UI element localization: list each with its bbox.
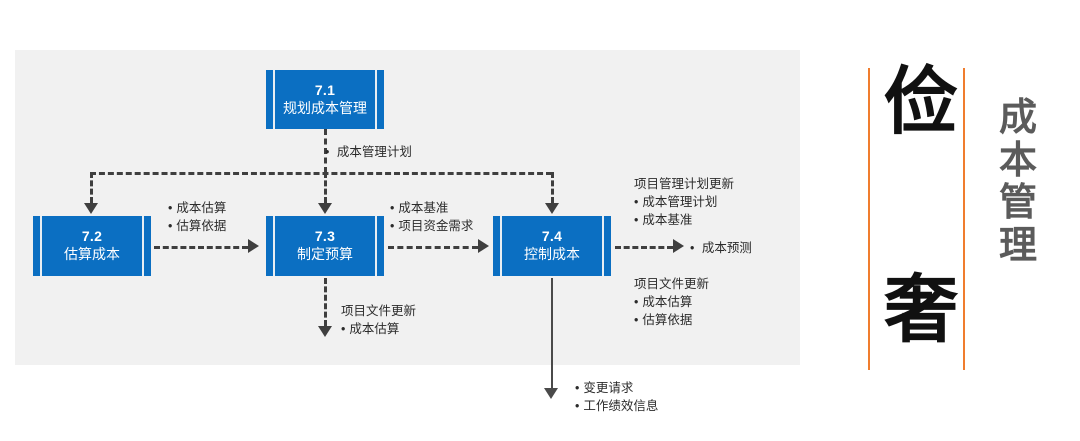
label-cost-management-plan-text: 成本管理计划 xyxy=(336,145,412,159)
connector-7-4-down xyxy=(551,278,553,390)
label-pm-plan-updates-item-1: 成本管理计划 xyxy=(634,193,734,211)
process-box-7-2-inner: 7.2 估算成本 xyxy=(40,216,144,276)
label-budget-document-updates-header: 项目文件更新 xyxy=(341,304,417,318)
process-number-7-1: 7.1 xyxy=(314,81,336,98)
accent-rule-left xyxy=(868,68,870,370)
label-budget-document-updates: 项目文件更新 成本估算 xyxy=(341,302,416,338)
label-estimate-output-2: 估算依据 xyxy=(168,217,226,235)
process-number-7-2: 7.2 xyxy=(81,228,103,245)
label-pm-plan-updates-header: 项目管理计划更新 xyxy=(634,177,735,191)
big-character-1: 俭 xyxy=(884,59,958,145)
label-document-updates-header: 项目文件更新 xyxy=(634,277,710,291)
label-pm-plan-updates: 项目管理计划更新 成本管理计划 成本基准 xyxy=(634,175,734,229)
label-budget-document-updates-item-1: 成本估算 xyxy=(341,320,416,338)
vertical-title-char-3: 管 xyxy=(998,180,1037,225)
label-document-updates-item-1: 成本估算 xyxy=(634,293,709,311)
vertical-title: 成 本 管 理 xyxy=(988,96,1048,266)
process-name-7-1: 规划成本管理 xyxy=(283,99,367,116)
label-budget-output-1: 成本基准 xyxy=(390,199,473,217)
process-box-7-2[interactable]: 7.2 估算成本 xyxy=(33,216,151,276)
vertical-title-char-1: 成 xyxy=(998,95,1037,139)
connector-7-3-down xyxy=(324,278,327,326)
label-bottom-output-2: 工作绩效信息 xyxy=(575,397,658,415)
label-budget-output-2: 项目资金需求 xyxy=(390,217,473,235)
arrow-7-3-doc-updates xyxy=(318,326,332,337)
connector-7-4-to-forecast xyxy=(615,246,673,249)
label-estimate-output-1: 成本估算 xyxy=(168,199,226,217)
connector-bus-horizontal xyxy=(90,172,552,175)
label-cost-forecast: 成本预测 xyxy=(690,239,752,257)
process-number-7-4: 7.4 xyxy=(541,228,563,245)
arrow-into-7-2 xyxy=(84,203,98,214)
process-box-7-1-inner: 7.1 规划成本管理 xyxy=(273,70,377,129)
label-budget-outputs: 成本基准 项目资金需求 xyxy=(390,199,473,235)
vertical-title-char-4: 理 xyxy=(998,222,1037,267)
arrow-into-7-3-left xyxy=(248,239,259,253)
process-name-7-2: 估算成本 xyxy=(64,246,120,262)
arrow-into-7-4-left xyxy=(478,239,489,253)
connector-bus-to-7-2 xyxy=(90,172,93,203)
connector-7-2-to-7-3 xyxy=(154,246,248,249)
arrow-into-7-3 xyxy=(318,203,332,214)
process-name-7-3: 制定预算 xyxy=(297,246,353,262)
process-box-7-4-inner: 7.4 控制成本 xyxy=(500,216,604,276)
process-number-7-3: 7.3 xyxy=(314,228,336,245)
label-bottom-output-1: 变更请求 xyxy=(575,379,658,397)
process-name-7-4: 控制成本 xyxy=(524,246,580,262)
accent-rule-right xyxy=(963,68,965,370)
process-box-7-3-inner: 7.3 制定预算 xyxy=(273,216,377,276)
connector-7-3-to-7-4 xyxy=(388,246,478,249)
connector-bus-to-7-3 xyxy=(324,172,327,203)
label-estimate-outputs: 成本估算 估算依据 xyxy=(168,199,226,235)
label-cost-management-plan: 成本管理计划 xyxy=(325,143,412,161)
process-box-7-4[interactable]: 7.4 控制成本 xyxy=(493,216,611,276)
label-cost-forecast-text: 成本预测 xyxy=(701,241,752,255)
label-bottom-outputs: 变更请求 工作绩效信息 xyxy=(575,379,658,415)
big-character-2: 奢 xyxy=(884,267,958,353)
label-document-updates-item-2: 估算依据 xyxy=(634,311,709,329)
process-box-7-1[interactable]: 7.1 规划成本管理 xyxy=(266,70,384,129)
vertical-title-char-2: 本 xyxy=(998,137,1037,182)
arrow-bottom-outputs xyxy=(544,388,558,399)
label-pm-plan-updates-item-2: 成本基准 xyxy=(634,211,734,229)
label-document-updates: 项目文件更新 成本估算 估算依据 xyxy=(634,275,709,329)
connector-bus-to-7-4 xyxy=(551,172,554,203)
arrow-into-7-4 xyxy=(545,203,559,214)
arrow-forecast xyxy=(673,239,684,253)
process-box-7-3[interactable]: 7.3 制定预算 xyxy=(266,216,384,276)
